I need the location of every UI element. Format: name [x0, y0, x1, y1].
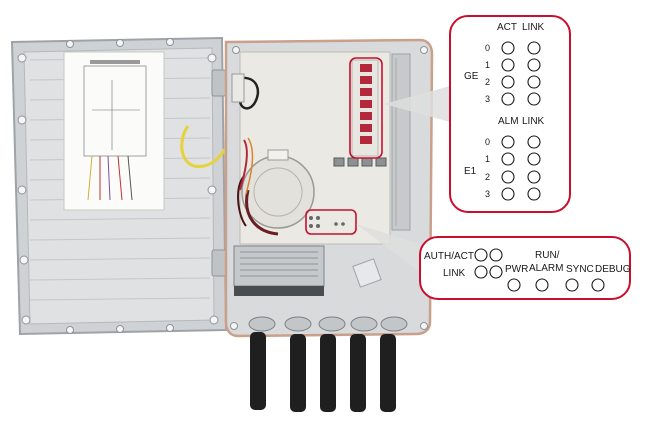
led-link-2: [489, 265, 503, 279]
e1-group-label: E1: [464, 166, 477, 177]
led-link-1: [474, 265, 488, 279]
led-e10-alm: [501, 135, 515, 149]
debug-label: DEBUG: [595, 264, 631, 275]
run-alarm-label-line1: RUN/: [535, 250, 560, 261]
callout-pointer-top: [384, 86, 450, 122]
led-callout-bottom: AUTH/ACT LINK PWR RUN/ ALARM SYNC DEBUG: [419, 236, 631, 300]
led-e12-alm: [501, 170, 515, 184]
ge-col-header-act: ACT: [497, 22, 517, 33]
led-ge0-link: [527, 41, 541, 55]
e1-port-label: 0: [485, 137, 490, 147]
enclosure-body: [224, 38, 434, 338]
ge-col-header-link: LINK: [522, 22, 545, 33]
callout-highlights: [305, 57, 383, 235]
callout-pointer-bottom: [356, 224, 420, 272]
led-e11-link: [527, 152, 541, 166]
led-e12-link: [527, 170, 541, 184]
led-ge0-act: [501, 41, 515, 55]
board-led-cluster: [309, 216, 345, 228]
fiber-adapter-column: [351, 59, 379, 157]
link-label: LINK: [443, 268, 466, 279]
enclosure-door: [10, 36, 228, 336]
ge-port-label: 1: [485, 60, 490, 70]
led-debug: [591, 278, 605, 292]
ge-group-label: GE: [464, 71, 479, 82]
led-e13-link: [527, 187, 541, 201]
fiber-splice-tray: [237, 149, 315, 236]
led-ge3-act: [501, 92, 515, 106]
led-e13-alm: [501, 187, 515, 201]
e1-port-label: 2: [485, 172, 490, 182]
led-ge1-act: [501, 58, 515, 72]
auth-act-label: AUTH/ACT: [424, 251, 474, 262]
cable-glands: [250, 332, 396, 412]
wiring-diagram-sheet: [63, 51, 165, 211]
led-pwr: [507, 278, 521, 292]
led-auth-act-1: [474, 248, 488, 262]
led-e10-link: [527, 135, 541, 149]
e1-col-header-alm: ALM: [498, 116, 519, 127]
led-ge2-link: [527, 75, 541, 89]
run-alarm-label-line2: ALARM: [529, 263, 563, 274]
led-run-alarm: [535, 278, 549, 292]
led-sync: [565, 278, 579, 292]
e1-port-label: 1: [485, 154, 490, 164]
led-auth-act-2: [489, 248, 503, 262]
led-ge1-link: [527, 58, 541, 72]
e1-col-header-link: LINK: [522, 116, 545, 127]
led-e11-alm: [501, 152, 515, 166]
led-callout-top: ACT LINK GE 0 1 2 3 ALM LINK E1 0 1 2 3: [449, 15, 571, 213]
led-ge2-act: [501, 75, 515, 89]
pwr-label: PWR: [505, 264, 528, 275]
sync-label: SYNC: [566, 264, 594, 275]
power-supply-unit: [233, 245, 325, 296]
led-ge3-link: [527, 92, 541, 106]
e1-port-label: 3: [485, 189, 490, 199]
ge-port-label: 3: [485, 94, 490, 104]
ge-port-label: 2: [485, 77, 490, 87]
ge-port-label: 0: [485, 43, 490, 53]
